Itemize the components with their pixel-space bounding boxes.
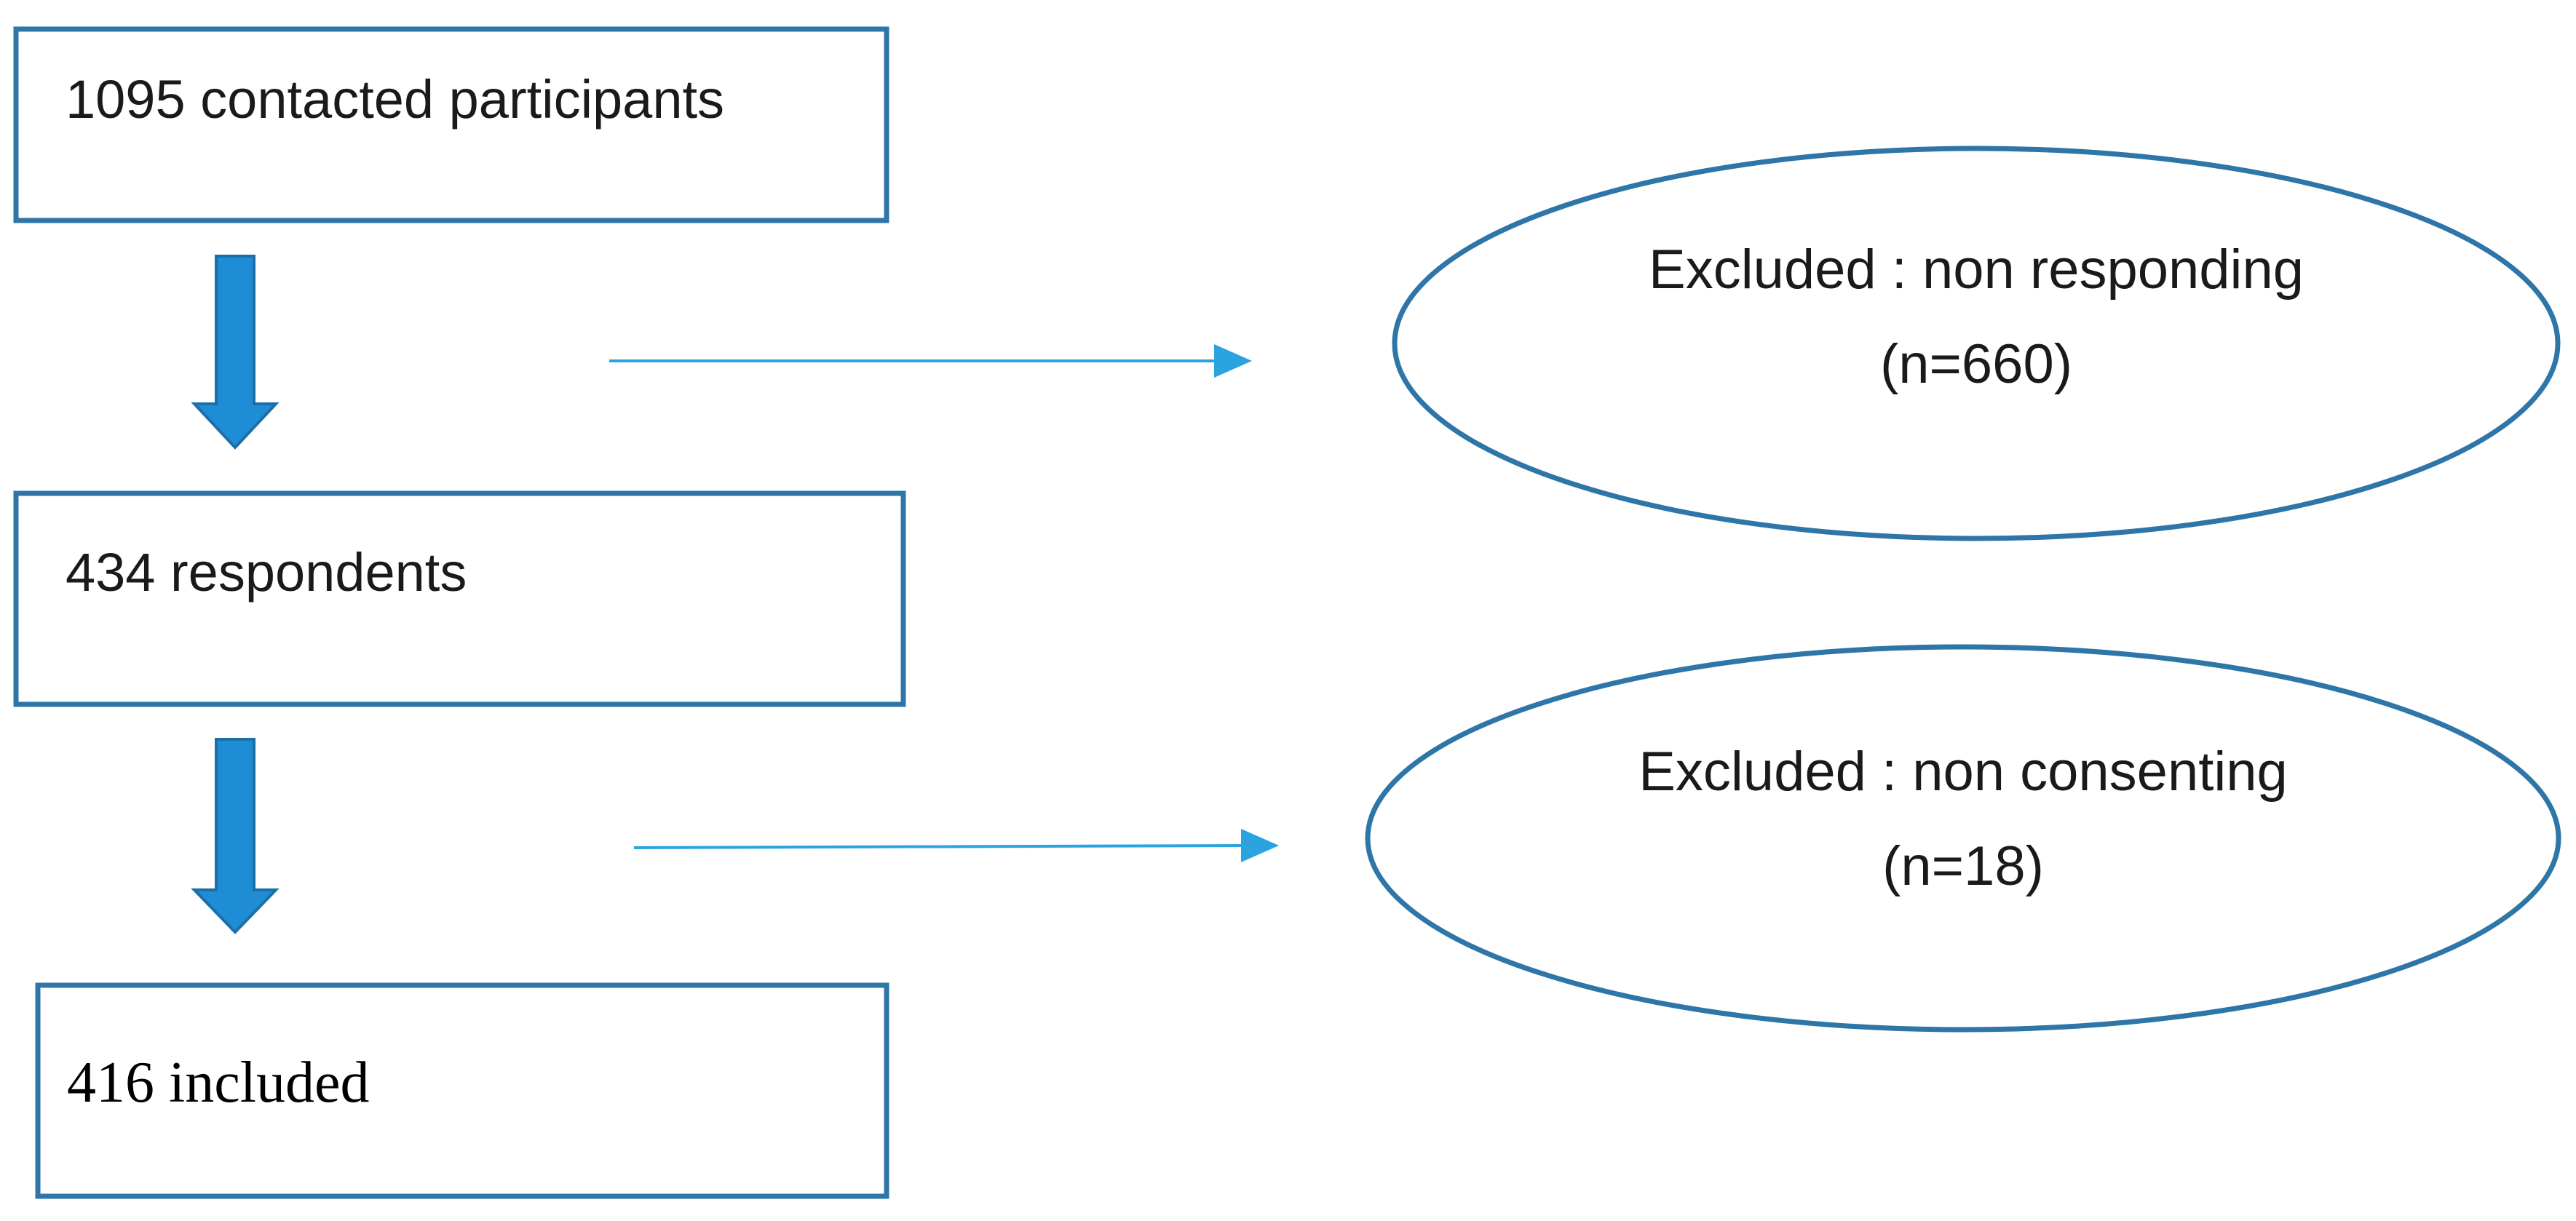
step-box-respondents: 434 respondents	[13, 490, 906, 707]
side-arrow-icon	[609, 344, 1252, 378]
step-label-respondents: 434 respondents	[66, 542, 467, 602]
side-arrow-icon	[633, 829, 1279, 862]
step-label-contacted: 1095 contacted participants	[66, 69, 724, 130]
exclusion-count-non-responding: (n=660)	[1880, 333, 2072, 395]
exclusion-ellipse-non-responding: Excluded : non responding (n=660)	[1392, 146, 2561, 541]
down-arrow-icon	[191, 255, 280, 450]
exclusion-label-non-consenting: Excluded : non consenting	[1638, 741, 2288, 803]
exclusion-ellipse-non-consenting: Excluded : non consenting (n=18)	[1365, 644, 2561, 1033]
step-box-included: 416 included	[35, 982, 889, 1199]
step-label-included: 416 included	[67, 1051, 369, 1115]
exclusion-label-non-responding: Excluded : non responding	[1649, 239, 2304, 301]
step-box-contacted: 1095 contacted participants	[13, 26, 889, 223]
down-arrow-icon	[191, 738, 280, 934]
exclusion-count-non-consenting: (n=18)	[1882, 835, 2044, 897]
